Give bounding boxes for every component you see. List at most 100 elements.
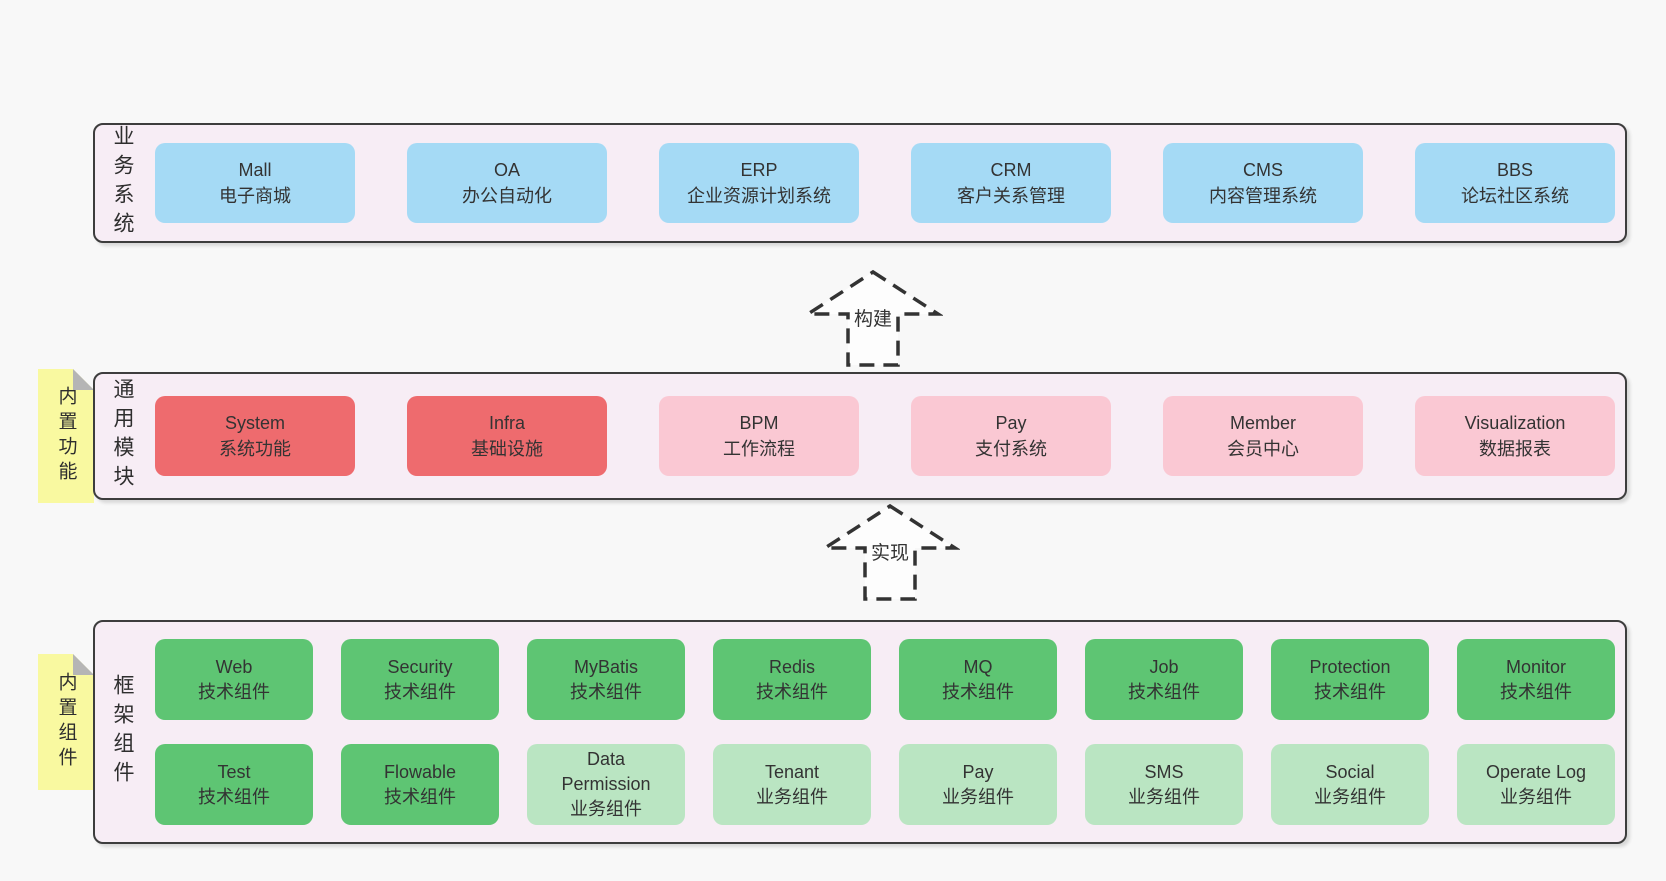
box-desc: 技术组件 (198, 786, 270, 807)
component-box-pay: Pay 支付系统 (911, 396, 1111, 476)
box-name: SMS (1144, 761, 1184, 782)
component-box-security: Security 技术组件 (341, 639, 499, 720)
component-box-pay: Pay 业务组件 (899, 744, 1057, 825)
component-box-web: Web 技术组件 (155, 639, 313, 720)
component-box-protection: Protection 技术组件 (1271, 639, 1429, 720)
box-desc: 业务组件 (570, 799, 642, 819)
box-name: Operate Log (1485, 761, 1587, 782)
box-name: Security (387, 656, 453, 677)
component-box-sms: SMS 业务组件 (1085, 744, 1243, 825)
box-name: Job (1149, 656, 1179, 677)
box-name: Data Permission (561, 749, 651, 794)
dashed-up-arrow-icon: 实现 (820, 503, 960, 601)
box-desc: 技术组件 (384, 681, 456, 702)
box-name: CMS (1243, 160, 1283, 180)
component-box-flowable: Flowable 技术组件 (341, 744, 499, 825)
box-desc: 论坛社区系统 (1461, 186, 1569, 206)
box-desc: 技术组件 (1128, 681, 1200, 702)
box-name: Pay (962, 761, 994, 782)
component-box-mq: MQ 技术组件 (899, 639, 1057, 720)
box-desc: 技术组件 (198, 681, 270, 702)
box-desc: 工作流程 (723, 439, 795, 459)
built-in-components-label: 内置组件 (55, 672, 77, 772)
box-desc: 系统功能 (219, 439, 291, 459)
component-box-mybatis: MyBatis 技术组件 (527, 639, 685, 720)
layer-label-modules: 通用模块 (111, 378, 134, 494)
box-desc: 技术组件 (1314, 681, 1386, 702)
layer-common-modules: 通用模块 System 系统功能 Infra 基础设施 BPM 工作流程 Pay 支付系统 Me… (93, 372, 1627, 500)
box-name: Infra (488, 413, 526, 433)
box-name: Social (1325, 761, 1375, 782)
box-desc: 业务组件 (756, 786, 828, 807)
box-desc: 数据报表 (1479, 439, 1551, 459)
box-desc: 技术组件 (1500, 681, 1572, 702)
box-desc: 技术组件 (756, 681, 828, 702)
component-box-test: Test 技术组件 (155, 744, 313, 825)
component-box-tenant: Tenant 业务组件 (713, 744, 871, 825)
box-name: BBS (1496, 160, 1534, 180)
build-arrow-label: 构建 (854, 308, 892, 330)
box-name: Test (217, 761, 251, 782)
box-name: Monitor (1505, 656, 1567, 677)
component-box-bpm: BPM 工作流程 (659, 396, 859, 476)
component-box-crm: CRM 客户关系管理 (911, 143, 1111, 223)
build-arrow: 构建 (803, 268, 943, 368)
component-box-bbs: BBS 论坛社区系统 (1415, 143, 1615, 223)
box-desc: 技术组件 (384, 786, 456, 807)
box-name: BPM (739, 413, 779, 433)
box-desc: 技术组件 (570, 681, 642, 702)
box-name: MQ (963, 656, 993, 677)
layer-label-business: 业务系统 (111, 125, 134, 241)
implement-arrow: 实现 (820, 502, 960, 602)
box-name: Member (1229, 413, 1296, 433)
box-desc: 办公自动化 (462, 186, 552, 206)
box-desc: 内容管理系统 (1209, 186, 1317, 206)
box-name: MyBatis (573, 656, 638, 677)
dashed-up-arrow-icon: 构建 (803, 269, 943, 367)
component-box-oa: OA 办公自动化 (407, 143, 607, 223)
box-desc: 客户关系管理 (957, 186, 1065, 206)
box-desc: 业务组件 (942, 786, 1014, 807)
box-name: Flowable (383, 761, 457, 782)
implement-arrow-label: 实现 (871, 542, 909, 564)
box-name: Mall (238, 160, 272, 180)
component-box-infra: Infra 基础设施 (407, 396, 607, 476)
component-box-mall: Mall 电子商城 (155, 143, 355, 223)
box-desc: 电子商城 (219, 186, 291, 206)
box-name: CRM (990, 160, 1032, 180)
built-in-features-note: 内置功能 (38, 369, 94, 503)
box-name: Web (215, 656, 253, 677)
box-name: Protection (1309, 656, 1391, 677)
box-desc: 业务组件 (1500, 786, 1572, 807)
component-box-operate-log: Operate Log 业务组件 (1457, 744, 1615, 825)
component-box-system: System 系统功能 (155, 396, 355, 476)
box-name: Pay (995, 413, 1027, 433)
box-desc: 业务组件 (1128, 786, 1200, 807)
component-box-data-permission: Data Permission 业务组件 (527, 744, 685, 825)
component-box-visualization: Visualization 数据报表 (1415, 396, 1615, 476)
box-name: OA (493, 160, 520, 180)
built-in-features-label: 内置功能 (55, 386, 77, 486)
component-box-social: Social 业务组件 (1271, 744, 1429, 825)
box-name: Visualization (1464, 413, 1566, 433)
box-desc: 业务组件 (1314, 786, 1386, 807)
component-box-monitor: Monitor 技术组件 (1457, 639, 1615, 720)
box-name: System (224, 413, 285, 433)
box-desc: 企业资源计划系统 (687, 186, 831, 206)
box-desc: 基础设施 (471, 439, 543, 459)
box-desc: 技术组件 (942, 681, 1014, 702)
box-desc: 支付系统 (975, 439, 1047, 459)
box-name: Tenant (764, 761, 820, 782)
component-box-job: Job 技术组件 (1085, 639, 1243, 720)
